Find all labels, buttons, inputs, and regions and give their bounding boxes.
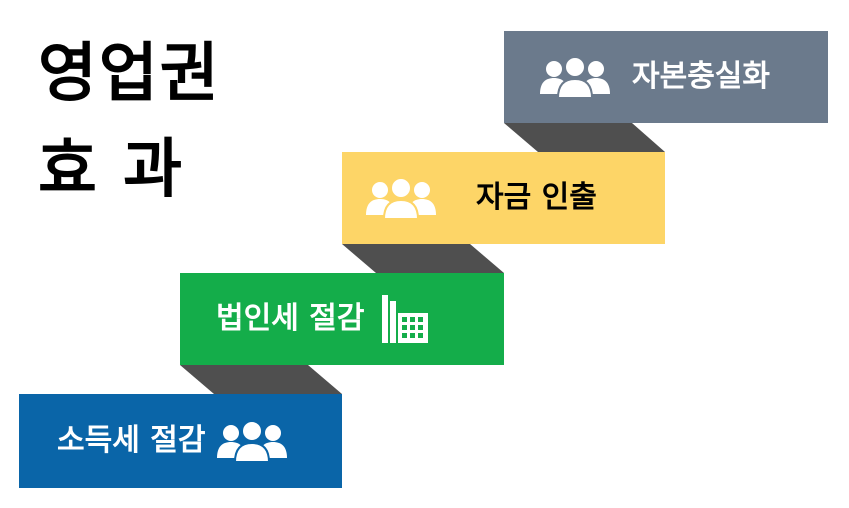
step-label: 소득세 절감	[57, 423, 206, 458]
step-corporate-tax: 법인세 절감	[180, 273, 504, 365]
title-line-1: 영업권	[38, 37, 221, 111]
step-fund-withdrawal: 자금 인출	[342, 152, 665, 244]
step-income-tax: 소득세 절감	[19, 394, 342, 488]
people-icon	[217, 420, 288, 462]
step-label: 법인세 절감	[216, 301, 365, 336]
factory-icon	[378, 295, 429, 343]
step-capital-enhancement: 자본충실화	[504, 31, 828, 123]
people-icon	[540, 56, 610, 98]
step-label: 자본충실화	[632, 59, 770, 94]
people-icon	[366, 177, 436, 219]
title-line-2: 효 과	[38, 133, 185, 207]
step-label: 자금 인출	[476, 180, 597, 215]
